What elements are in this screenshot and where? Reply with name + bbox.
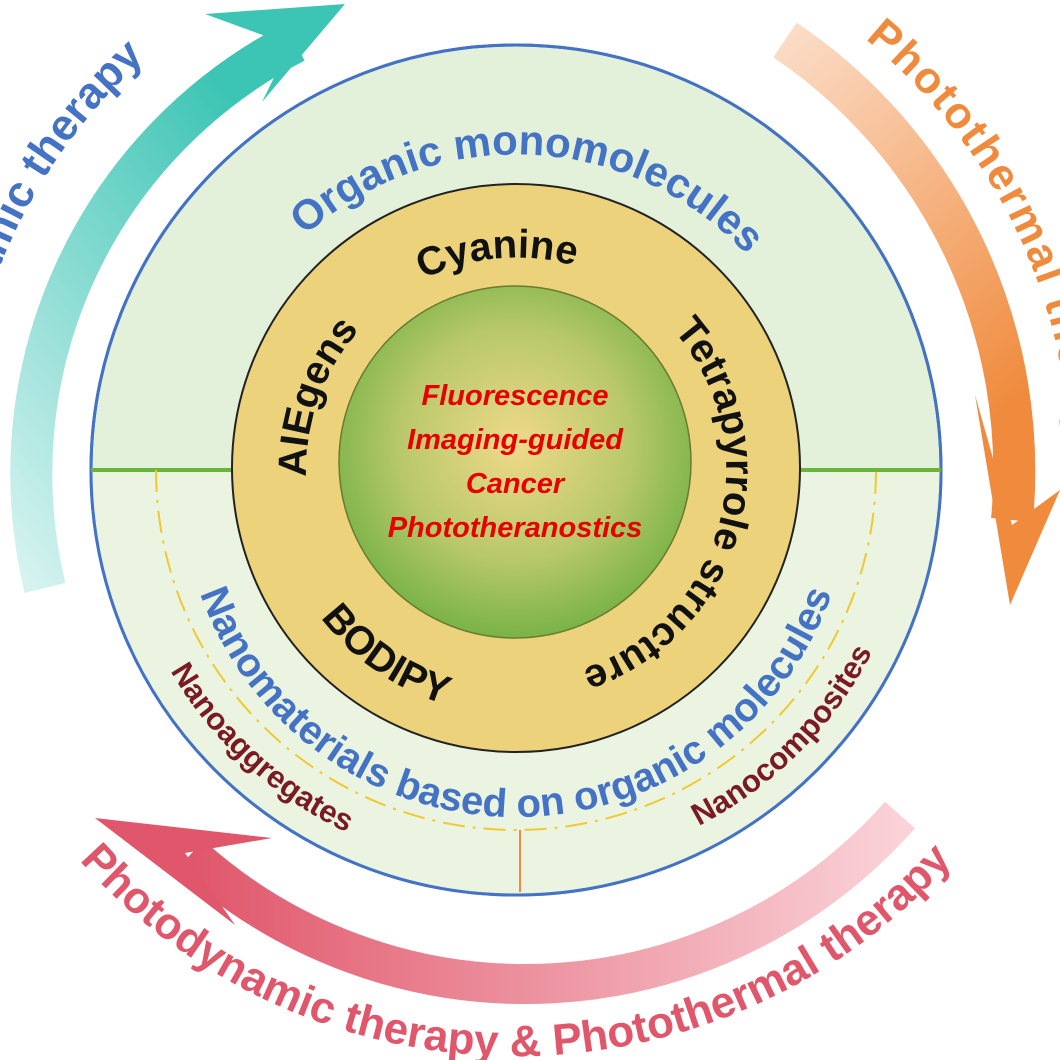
center-line-3: Cancer — [466, 468, 566, 500]
photodynamic-arrow — [10, 4, 345, 593]
center-circle — [338, 285, 692, 639]
center-line-4: Phototheranostics — [388, 512, 643, 544]
center-title: Fluorescence Imaging-guided Cancer Photo… — [388, 380, 643, 544]
combined-therapy-arrow — [95, 801, 915, 1005]
dashed-arc — [155, 469, 877, 831]
photothermal-arrow — [773, 22, 1060, 605]
center-line-2: Imaging-guided — [407, 424, 624, 456]
center-line-1: Fluorescence — [422, 380, 609, 412]
